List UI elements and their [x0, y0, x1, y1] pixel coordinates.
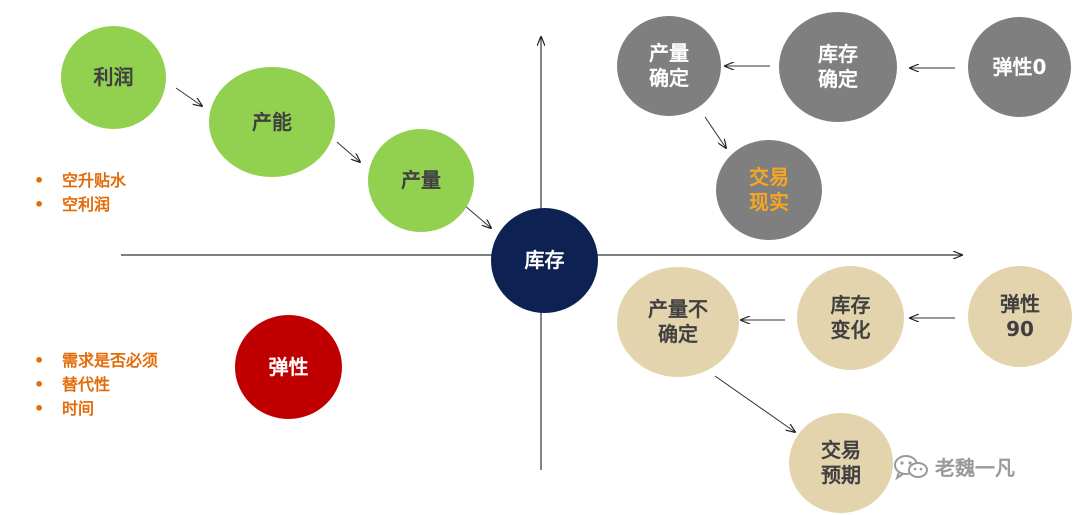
bullet-item: •空升贴水	[34, 171, 127, 190]
bullet-item: •空利润	[34, 195, 111, 214]
node-elasticity-90: 弹性 90	[968, 266, 1072, 367]
node-profit: 利润	[61, 26, 166, 129]
bullet-item: •时间	[34, 399, 95, 418]
node-trade-expectation: 交易 预期	[789, 413, 893, 513]
arrow-output-inventory	[463, 204, 491, 228]
arrow-capacity-output	[336, 141, 360, 162]
node-inventory-change: 库存 变化	[797, 266, 904, 370]
arrow-prodconfirm-tradereal	[704, 116, 726, 148]
bullet-item: •需求是否必须	[34, 351, 159, 370]
node-capacity: 产能	[209, 67, 335, 177]
node-trade-reality: 交易 现实	[716, 140, 822, 240]
arrow-profit-capacity	[175, 87, 202, 106]
watermark-text: 老魏一凡	[935, 456, 1015, 480]
bullet-list-bottom-left: •需求是否必须 •替代性 •时间	[34, 349, 158, 421]
node-production-uncertain: 产量不 确定	[617, 267, 739, 377]
bullet-list-top-left: •空升贴水 •空利润	[34, 169, 126, 217]
node-inventory-center: 库存	[491, 208, 598, 313]
bullet-item: •替代性	[34, 375, 111, 394]
node-inventory-confirmed: 库存 确定	[779, 12, 897, 122]
node-elasticity: 弹性	[235, 315, 342, 419]
watermark: 老魏一凡	[893, 452, 1015, 481]
arrow-produncertain-tradeexpect	[714, 375, 795, 432]
node-production-confirmed: 产量 确定	[617, 16, 721, 116]
wechat-icon	[894, 454, 928, 480]
node-elasticity-0: 弹性0	[968, 17, 1071, 117]
node-output: 产量	[368, 129, 474, 232]
